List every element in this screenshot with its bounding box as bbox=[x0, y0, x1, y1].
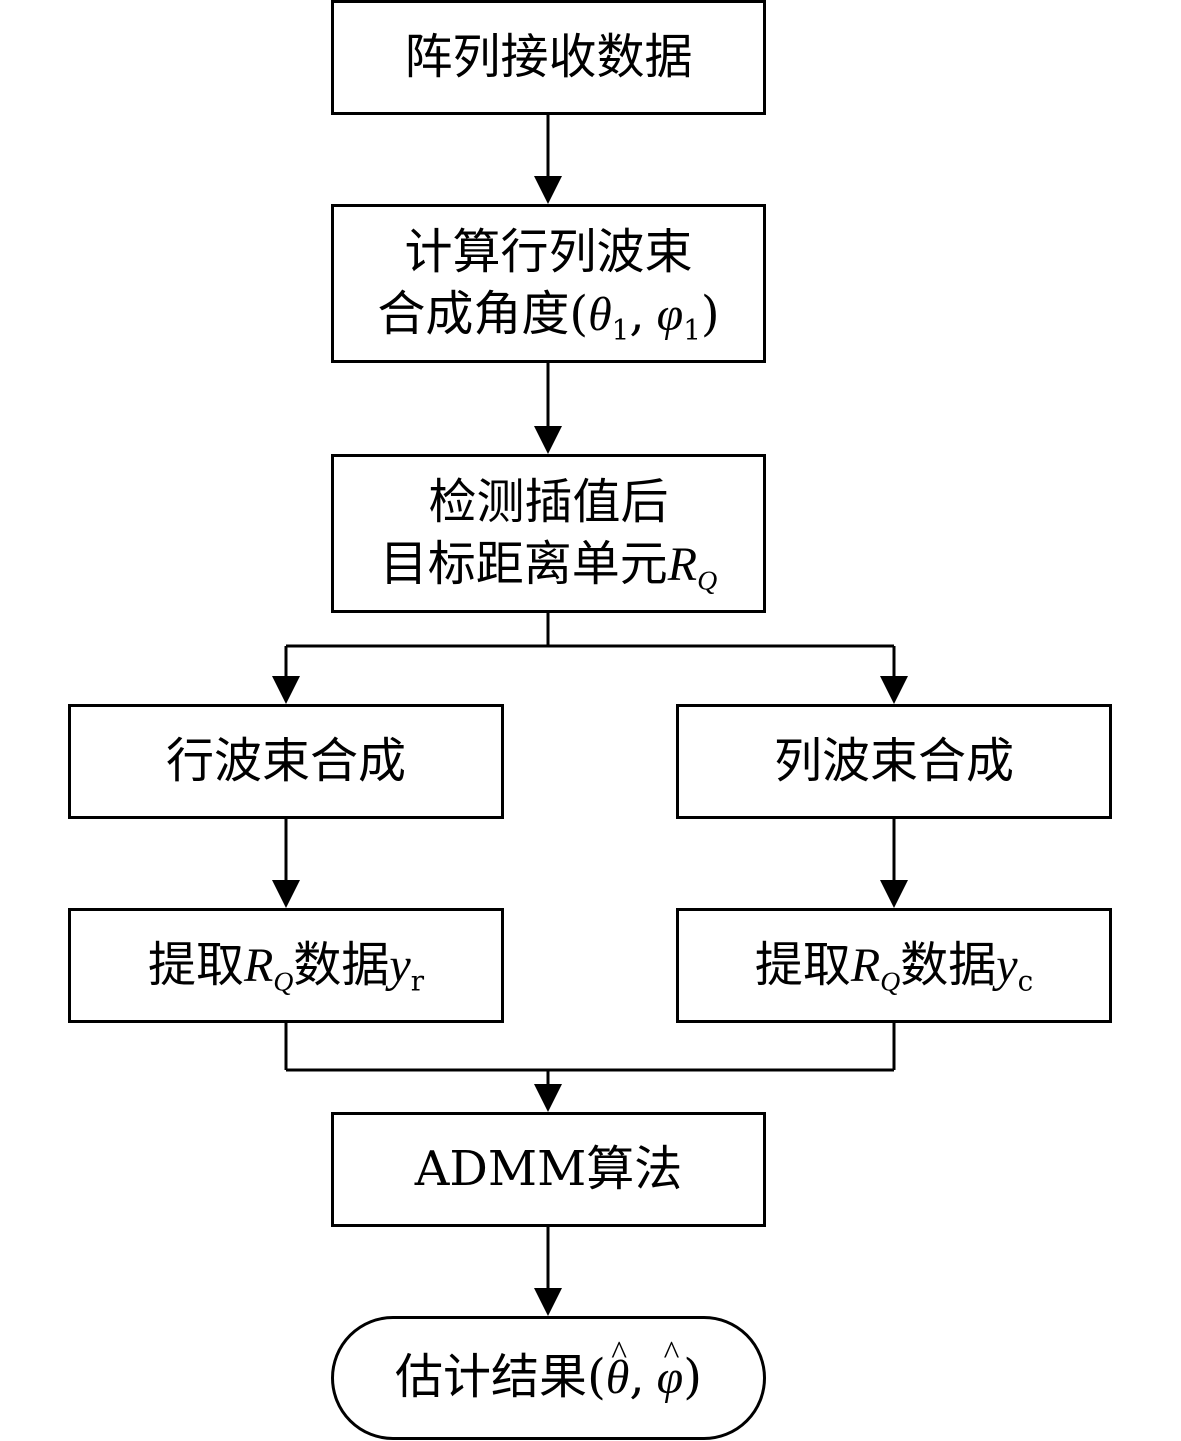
node-extract-row-data: 提取RQ数据yr bbox=[68, 908, 504, 1023]
extract-col-R-sub: Q bbox=[880, 966, 901, 998]
range-cell-subscript: Q bbox=[697, 565, 718, 597]
node-estimation-result: 估计结果(θ,φ) bbox=[331, 1316, 766, 1440]
node-detect-range-cell: 检测插值后 目标距离单元RQ bbox=[331, 454, 766, 613]
node-compute-angle: 计算行列波束 合成角度(θ1,φ1) bbox=[331, 204, 766, 363]
phi-symbol: φ bbox=[656, 288, 684, 341]
arrowhead-result bbox=[534, 1288, 562, 1316]
node-col-beamforming: 列波束合成 bbox=[676, 704, 1112, 819]
extract-row-text2: 数据 bbox=[293, 936, 390, 993]
range-cell-symbol: R bbox=[667, 538, 698, 591]
arrowhead-row-beam bbox=[272, 676, 300, 704]
node-extract-col-data: 提取RQ数据yc bbox=[676, 908, 1112, 1023]
node-receive-label: 阵列接收数据 bbox=[404, 29, 693, 86]
extract-row-y-sub: r bbox=[410, 964, 425, 998]
extract-col-y: y bbox=[996, 938, 1018, 992]
theta-hat-symbol: θ bbox=[606, 1347, 630, 1409]
arrowhead-admm bbox=[534, 1084, 562, 1112]
extract-col-R: R bbox=[850, 938, 881, 992]
phi-hat-symbol: φ bbox=[657, 1347, 684, 1409]
node-col-beam-label: 列波束合成 bbox=[773, 733, 1014, 790]
arrowhead-extract-row bbox=[272, 880, 300, 908]
extract-col-text2: 数据 bbox=[900, 936, 997, 993]
extract-col-text1: 提取 bbox=[754, 936, 851, 993]
node-detect-line2-text: 目标距离单元 bbox=[379, 536, 668, 592]
arrowhead-col-beam bbox=[880, 676, 908, 704]
extract-row-text1: 提取 bbox=[147, 936, 244, 993]
theta-subscript: 1 bbox=[611, 313, 630, 347]
node-detect-line1: 检测插值后 bbox=[428, 473, 669, 530]
node-extract-col-label: 提取RQ数据yc bbox=[755, 934, 1033, 997]
node-admm-algorithm: ADMM算法 bbox=[331, 1112, 766, 1227]
phi-subscript: 1 bbox=[683, 313, 701, 347]
node-row-beamforming: 行波束合成 bbox=[68, 704, 504, 819]
extract-row-y: y bbox=[389, 938, 411, 992]
node-result-label: 估计结果(θ,φ) bbox=[395, 1346, 702, 1409]
node-compute-line1: 计算行列波束 bbox=[404, 223, 693, 280]
node-detect-line2: 目标距离单元RQ bbox=[380, 533, 717, 596]
result-text: 估计结果 bbox=[395, 1349, 588, 1406]
node-row-beam-label: 行波束合成 bbox=[165, 733, 406, 790]
node-admm-label: ADMM算法 bbox=[414, 1141, 683, 1198]
node-receive-data: 阵列接收数据 bbox=[331, 0, 766, 115]
arrowhead-detect bbox=[534, 426, 562, 454]
node-extract-row-label: 提取RQ数据yr bbox=[148, 934, 424, 997]
extract-row-R-sub: Q bbox=[273, 966, 294, 998]
extract-col-y-sub: c bbox=[1017, 964, 1034, 998]
node-compute-line2-text: 合成角度 bbox=[377, 286, 570, 342]
theta-symbol: θ bbox=[588, 288, 612, 341]
arrowhead-extract-col bbox=[880, 880, 908, 908]
extract-row-R: R bbox=[243, 938, 274, 992]
arrowhead-compute bbox=[534, 176, 562, 204]
node-compute-line2: 合成角度(θ1,φ1) bbox=[377, 286, 720, 347]
